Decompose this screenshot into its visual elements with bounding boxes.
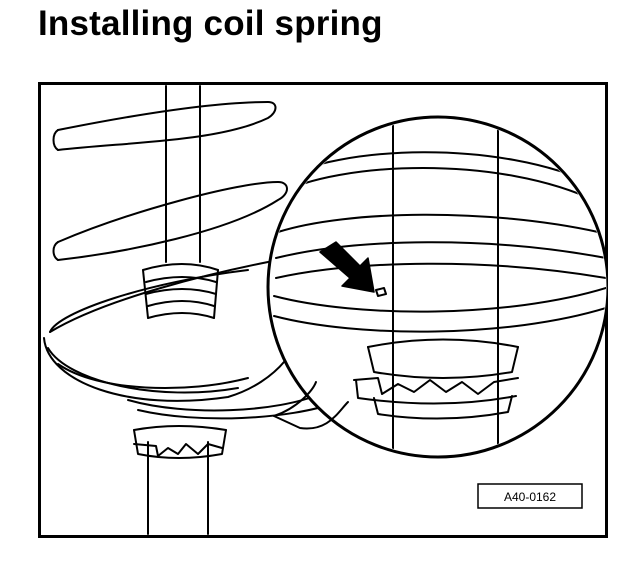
shock-absorber-strut [142,85,219,535]
figure-code-text: A40-0162 [504,490,556,504]
illustration-figure: A40-0162 [38,82,608,538]
detail-view [273,119,606,455]
detail-magnifier-circle [266,115,608,459]
pointer-arrow [319,241,387,297]
page-title: Installing coil spring [38,4,383,43]
figure-code-label: A40-0162 [477,483,583,509]
